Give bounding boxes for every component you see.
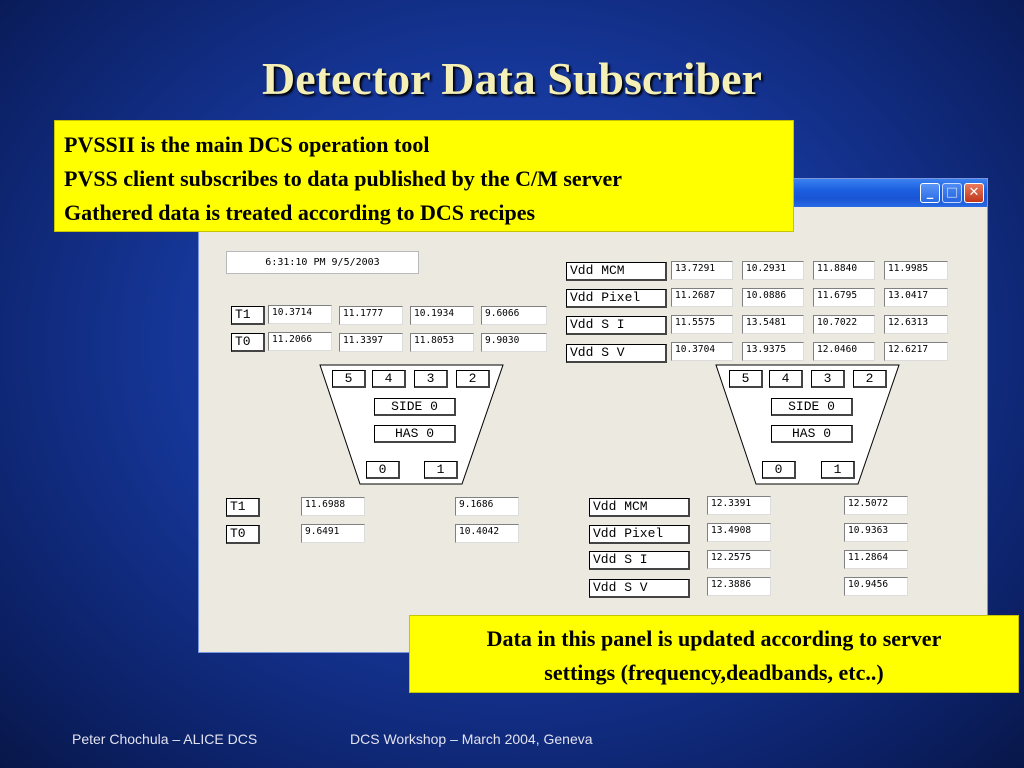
label-vdd-pixel: Vdd Pixel	[589, 525, 690, 544]
maximize-button[interactable]: □	[942, 183, 962, 203]
value-field[interactable]: 11.2687	[671, 288, 733, 307]
value-field[interactable]: 10.7022	[813, 315, 875, 334]
value-field[interactable]: 11.8053	[410, 333, 474, 352]
value-field[interactable]: 12.0460	[813, 342, 875, 361]
label-t0: T0	[226, 525, 260, 544]
sector-button-3[interactable]: 3	[811, 370, 845, 388]
callout-line: Gathered data is treated according to DC…	[64, 200, 536, 225]
close-button[interactable]: ✕	[964, 183, 984, 203]
value-field[interactable]: 10.2931	[742, 261, 804, 280]
label-vdd-mcm: Vdd MCM	[566, 262, 667, 281]
minimize-button[interactable]: _	[920, 183, 940, 203]
value-field[interactable]: 13.5481	[742, 315, 804, 334]
sector-button-2[interactable]: 2	[456, 370, 490, 388]
value-field[interactable]: 9.9030	[481, 333, 547, 352]
value-field[interactable]: 13.4908	[707, 523, 771, 542]
sector-button-3[interactable]: 3	[414, 370, 448, 388]
value-field[interactable]: 9.6491	[301, 524, 365, 543]
label-vdd-mcm: Vdd MCM	[589, 498, 690, 517]
has-button[interactable]: HAS 0	[771, 425, 853, 443]
sector-button-5[interactable]: 5	[729, 370, 763, 388]
value-field[interactable]: 10.0886	[742, 288, 804, 307]
clock-display: 6:31:10 PM 9/5/2003	[226, 251, 419, 274]
sector-button-4[interactable]: 4	[769, 370, 803, 388]
label-t1: T1	[226, 498, 260, 517]
footer-event: DCS Workshop – March 2004, Geneva	[350, 731, 593, 747]
value-field[interactable]: 12.2575	[707, 550, 771, 569]
sector-button-4[interactable]: 4	[372, 370, 406, 388]
label-vdd-si: Vdd S I	[566, 316, 667, 335]
callout-line: settings (frequency,deadbands, etc..)	[544, 660, 884, 685]
value-field[interactable]: 12.3391	[707, 496, 771, 515]
value-field[interactable]: 10.3704	[671, 342, 733, 361]
value-field[interactable]: 10.3714	[268, 305, 332, 324]
sector-button-0[interactable]: 0	[366, 461, 400, 479]
value-field[interactable]: 9.1686	[455, 497, 519, 516]
sector-button-0[interactable]: 0	[762, 461, 796, 479]
label-t1: T1	[231, 306, 265, 325]
value-field[interactable]: 11.5575	[671, 315, 733, 334]
value-field[interactable]: 11.1777	[339, 306, 403, 325]
value-field[interactable]: 13.0417	[884, 288, 948, 307]
footer-author: Peter Chochula – ALICE DCS	[72, 731, 258, 747]
value-field[interactable]: 13.9375	[742, 342, 804, 361]
value-field[interactable]: 11.8840	[813, 261, 875, 280]
has-button[interactable]: HAS 0	[374, 425, 456, 443]
value-field[interactable]: 12.3886	[707, 577, 771, 596]
value-field[interactable]: 10.9456	[844, 577, 908, 596]
value-field[interactable]: 11.9985	[884, 261, 948, 280]
value-field[interactable]: 10.9363	[844, 523, 908, 542]
value-field[interactable]: 13.7291	[671, 261, 733, 280]
callout-line: PVSSII is the main DCS operation tool	[64, 132, 430, 157]
value-field[interactable]: 12.6313	[884, 315, 948, 334]
sector-button-1[interactable]: 1	[424, 461, 458, 479]
label-vdd-sv: Vdd S V	[566, 344, 667, 363]
value-field[interactable]: 9.6066	[481, 306, 547, 325]
callout-line: Data in this panel is updated according …	[486, 626, 942, 651]
side-button[interactable]: SIDE 0	[374, 398, 456, 416]
value-field[interactable]: 11.2066	[268, 332, 332, 351]
sector-button-2[interactable]: 2	[853, 370, 887, 388]
value-field[interactable]: 11.3397	[339, 333, 403, 352]
callout-line: PVSS client subscribes to data published…	[64, 166, 622, 191]
value-field[interactable]: 11.2864	[844, 550, 908, 569]
value-field[interactable]: 10.1934	[410, 306, 474, 325]
value-field[interactable]: 11.6795	[813, 288, 875, 307]
value-field[interactable]: 12.5072	[844, 496, 908, 515]
callout-top: PVSSII is the main DCS operation tool PV…	[54, 120, 794, 232]
label-vdd-si: Vdd S I	[589, 551, 690, 570]
value-field[interactable]: 10.4042	[455, 524, 519, 543]
label-vdd-pixel: Vdd Pixel	[566, 289, 667, 308]
value-field[interactable]: 12.6217	[884, 342, 948, 361]
sector-button-1[interactable]: 1	[821, 461, 855, 479]
label-vdd-sv: Vdd S V	[589, 579, 690, 598]
slide-title: Detector Data Subscriber	[262, 53, 762, 104]
value-field[interactable]: 11.6988	[301, 497, 365, 516]
callout-bottom: Data in this panel is updated according …	[409, 615, 1019, 693]
sector-button-5[interactable]: 5	[332, 370, 366, 388]
side-button[interactable]: SIDE 0	[771, 398, 853, 416]
label-t0: T0	[231, 333, 265, 352]
